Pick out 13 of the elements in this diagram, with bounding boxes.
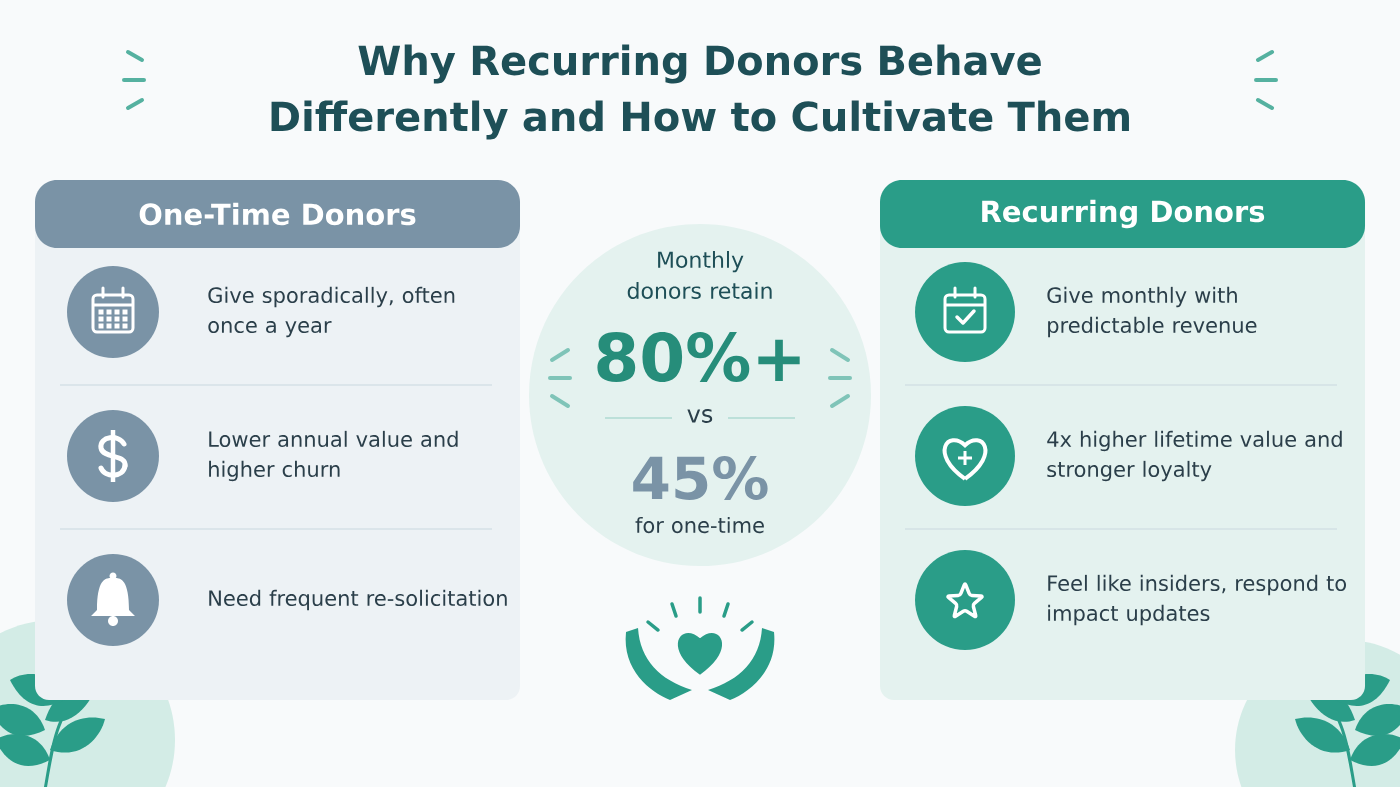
feature-text: Feel like insiders, respond to impact updates	[1048, 574, 1346, 626]
feature-text: Lower annual value and higher churn	[209, 430, 458, 482]
feature-text: Need frequent re-solicitation	[209, 589, 507, 611]
title: Why Recurring Donors Behave Differently and How to Cultivate Them	[271, 44, 1129, 140]
caption-text: Monthly donors retain	[627, 251, 772, 299]
stat-number: 45%	[633, 456, 768, 500]
stat-circle	[529, 224, 871, 566]
feature-text: 4x higher lifetime value and stronger loyalty	[1047, 430, 1342, 482]
feature-text: Give sporadically, often once a year	[208, 286, 455, 338]
stat-number: 80%+	[597, 332, 800, 382]
feature-text: Give monthly with predictable revenue	[1047, 286, 1257, 338]
caption-text: for one-time	[635, 516, 764, 534]
vs-text: vs	[687, 409, 713, 423]
